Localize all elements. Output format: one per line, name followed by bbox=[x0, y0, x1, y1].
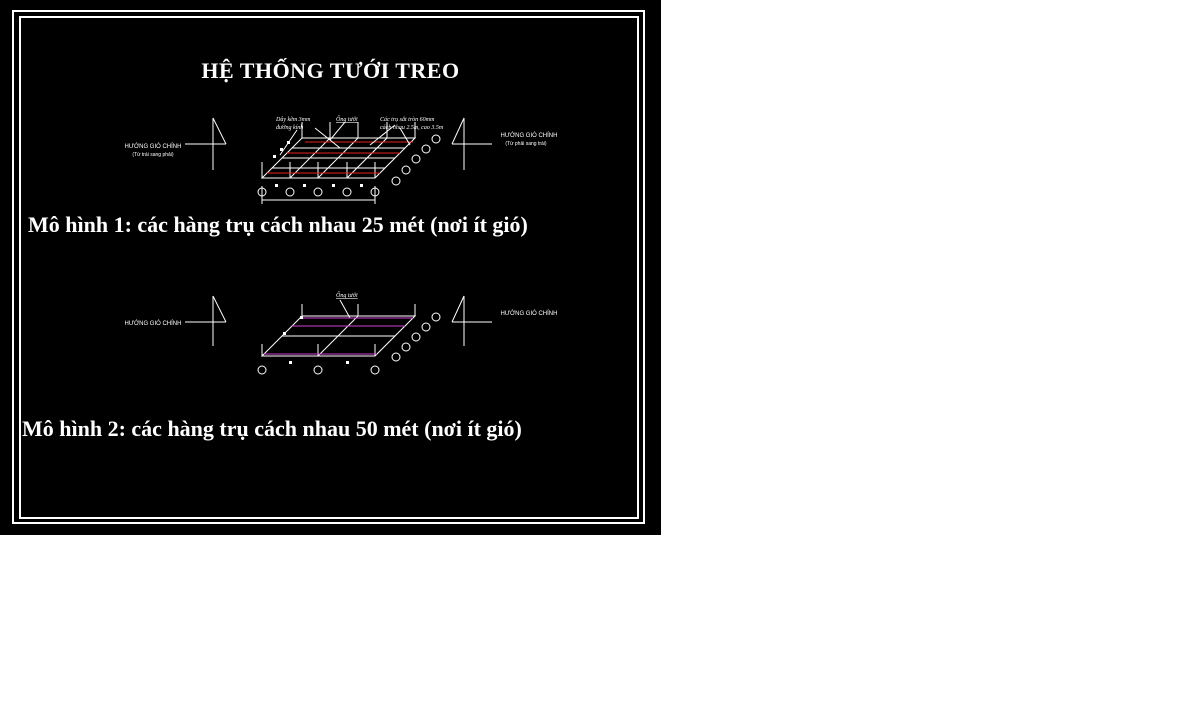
note-wire-2: đường kính bbox=[276, 125, 303, 131]
pipe-lines-model-1 bbox=[267, 141, 413, 174]
model-2-caption: Mô hình 2: các hàng trụ cách nhau 50 mét… bbox=[22, 416, 522, 441]
wind-arrow-left-icon bbox=[185, 295, 227, 346]
diagram-title: HỆ THỐNG TƯỚI TREO bbox=[201, 58, 460, 83]
drawing-sheet: HỆ THỐNG TƯỚI TREO bbox=[0, 0, 661, 535]
note-posts-2: cách nhau 2.5m, cao 3.5m bbox=[380, 125, 444, 131]
wind-label-left-1: HƯỚNG GIÓ CHÍNH bbox=[125, 143, 182, 150]
note-wire-1: Dây kẽm 3mm bbox=[275, 117, 311, 123]
irrigation-frame-model-2 bbox=[260, 299, 417, 357]
drawing-frame-inner bbox=[19, 16, 639, 519]
drawing-frame-outer bbox=[12, 10, 645, 524]
grid-axis-markers-right-1 bbox=[391, 134, 441, 186]
wind-arrow-left-icon bbox=[185, 117, 227, 170]
note-pipe-2: Ống tưới bbox=[336, 291, 358, 299]
note-pipe-1: Ống tưới bbox=[336, 115, 358, 123]
frame-nodes-model-1 bbox=[273, 141, 363, 187]
irrigation-frame-model-1 bbox=[260, 122, 417, 204]
wind-label-left-2: HƯỚNG GIÓ CHÍNH bbox=[125, 320, 182, 327]
wind-sublabel-right-1: (Từ phải sang trái) bbox=[505, 141, 546, 147]
model-2-diagram bbox=[185, 295, 492, 375]
grid-axis-markers-bottom-2 bbox=[257, 365, 380, 375]
grid-axis-markers-right-2 bbox=[391, 312, 441, 362]
frame-nodes-model-2 bbox=[283, 316, 349, 364]
model-1-diagram bbox=[185, 117, 492, 204]
grid-axis-markers-bottom-1 bbox=[257, 187, 380, 197]
wind-label-right-2: HƯỚNG GIÓ CHÍNH bbox=[501, 310, 558, 317]
wind-arrow-right-icon bbox=[451, 117, 492, 170]
note-posts-1: Các trụ sắt tròn 60mm bbox=[380, 116, 435, 123]
wind-label-right-1: HƯỚNG GIÓ CHÍNH bbox=[501, 132, 558, 139]
pipe-lines-model-2 bbox=[264, 317, 413, 355]
wind-arrow-right-icon bbox=[451, 295, 492, 346]
schematic-drawings: HƯỚNG GIÓ CHÍNH (Từ trái sang phải) HƯỚN… bbox=[125, 115, 558, 375]
model-1-caption: Mô hình 1: các hàng trụ cách nhau 25 mét… bbox=[28, 212, 528, 237]
wind-sublabel-left-1: (Từ trái sang phải) bbox=[132, 152, 173, 158]
